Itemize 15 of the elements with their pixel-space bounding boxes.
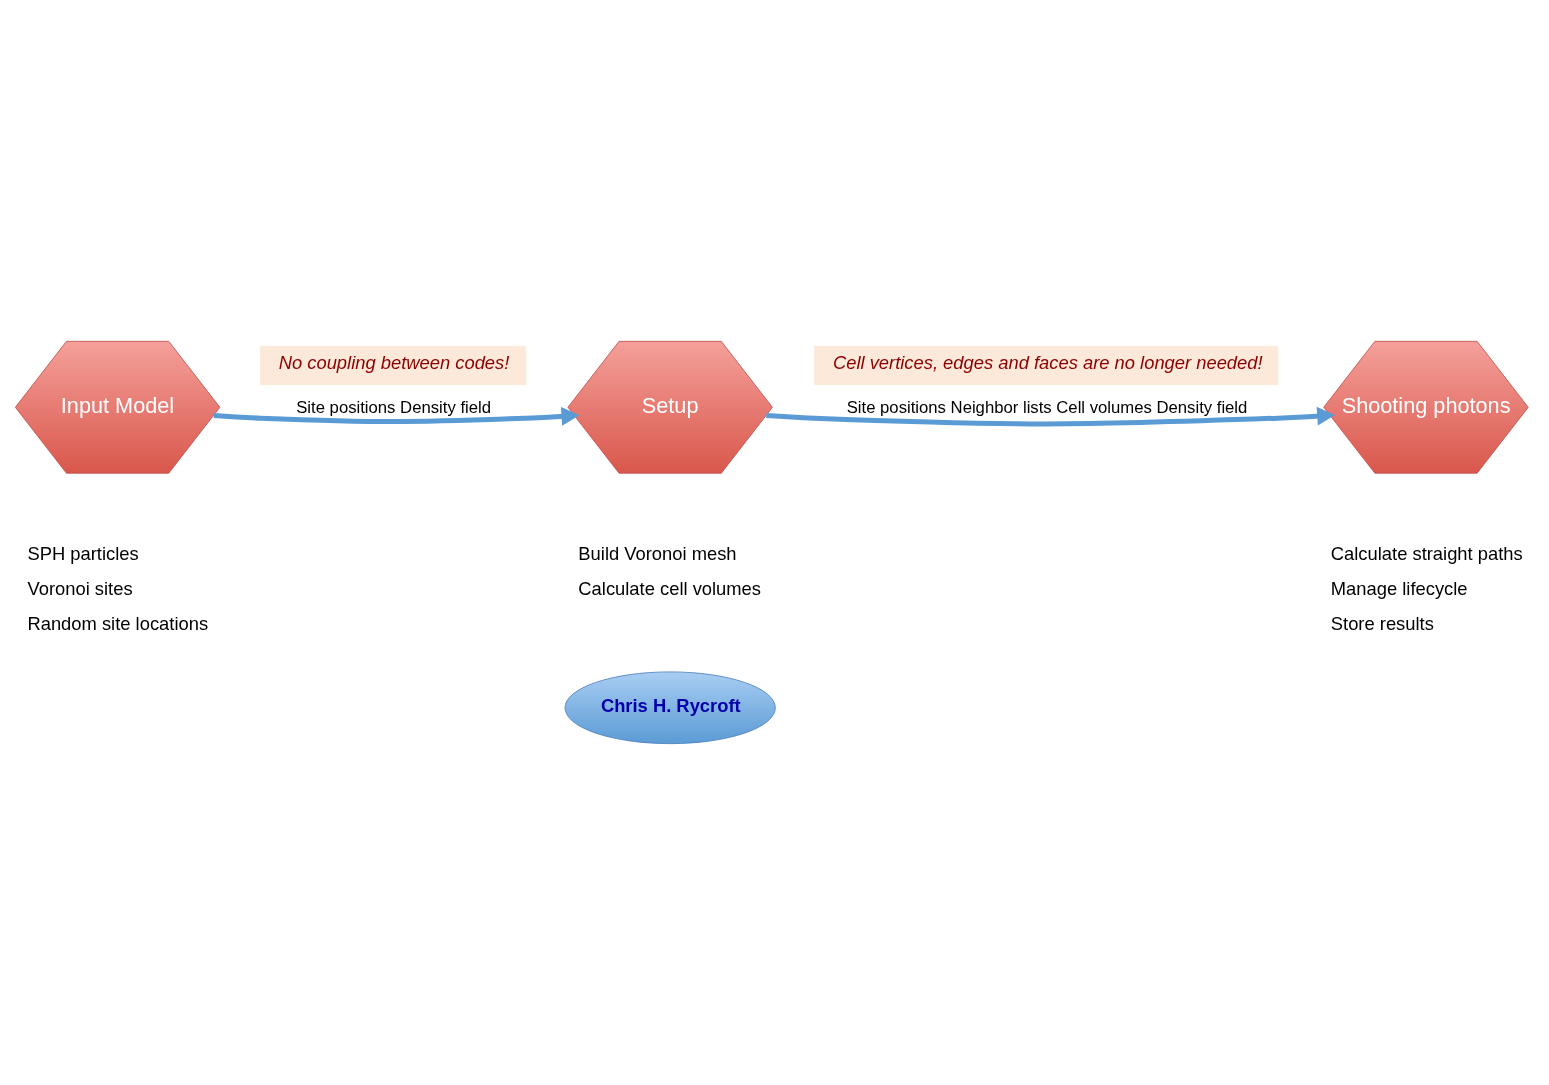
node-box: Cell vertices, edges and faces are no longer needed!	[814, 345, 1279, 386]
node-ellipse: Chris H. Rycroft	[564, 671, 776, 745]
arrow	[213, 406, 580, 426]
label: Calculate cell volumes	[578, 577, 761, 599]
arrow	[766, 406, 1336, 427]
label: Voronoi sites	[27, 577, 133, 599]
edge-label: Site positions Neighbor lists Cell volumes Density field	[846, 398, 1248, 418]
label: Store results	[1330, 612, 1434, 634]
label: Manage lifecycle	[1330, 577, 1468, 599]
node-box: No coupling between codes!	[259, 345, 527, 386]
label: Random site locations	[27, 612, 209, 634]
label: Calculate straight paths	[1330, 542, 1523, 564]
edge-label: Site positions Density field	[296, 398, 492, 418]
label: Build Voronoi mesh	[578, 542, 737, 564]
label: SPH particles	[27, 542, 139, 564]
